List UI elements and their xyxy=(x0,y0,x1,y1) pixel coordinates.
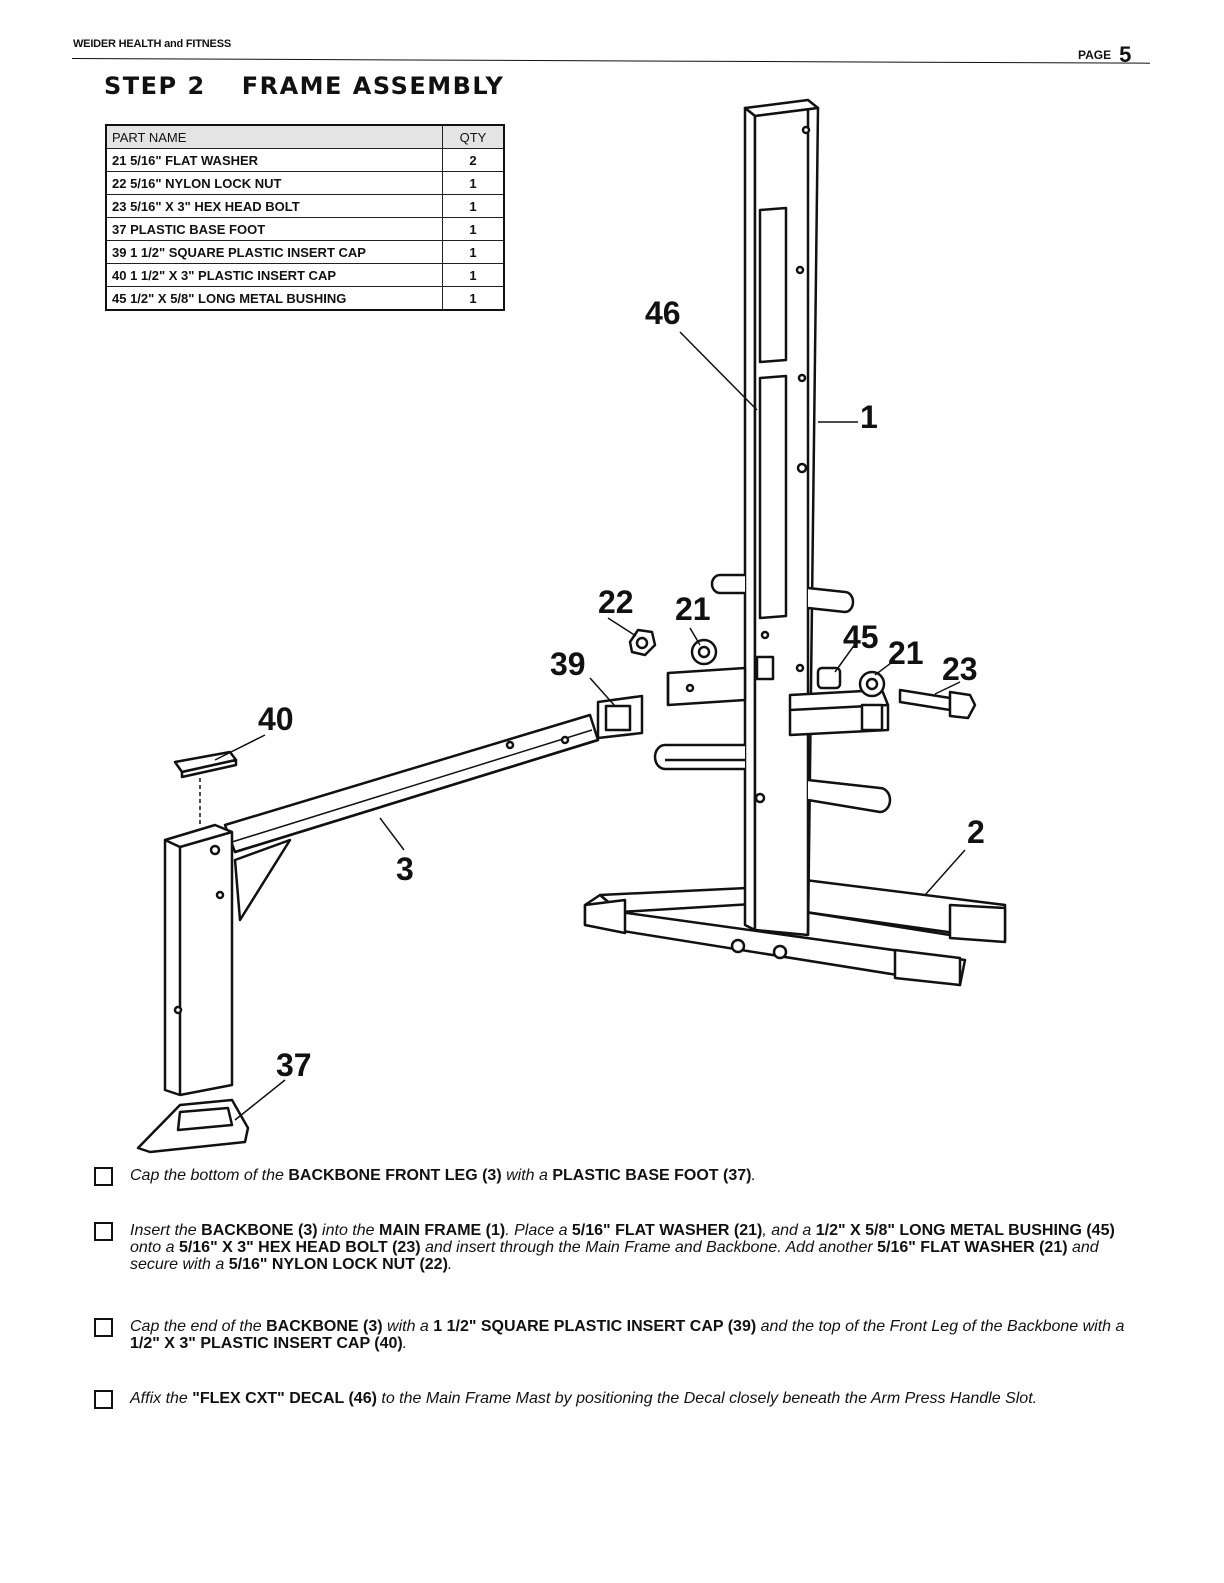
part-qty: 1 xyxy=(442,171,505,195)
checkbox-step-1[interactable] xyxy=(94,1167,113,1186)
callout-21a: 21 xyxy=(675,591,711,627)
step-number: STEP 2 xyxy=(104,72,206,100)
part-name: 45 1/2" X 5/8" LONG METAL BUSHING xyxy=(105,286,443,311)
plastic-base-foot-37 xyxy=(136,1098,250,1154)
part-name: 39 1 1/2" SQUARE PLASTIC INSERT CAP xyxy=(105,240,443,264)
backbone xyxy=(163,713,600,1097)
part-qty: 2 xyxy=(442,148,505,172)
part-name: 40 1 1/2" X 3" PLASTIC INSERT CAP xyxy=(105,263,443,287)
page-number: 5 xyxy=(1119,42,1132,67)
instruction-text: Insert the BACKBONE (3) into the MAIN FR… xyxy=(130,1222,1115,1273)
part-qty: 1 xyxy=(442,194,505,218)
parts-table-header: PART NAME QTY xyxy=(105,124,505,149)
instruction-text: Cap the end of the BACKBONE (3) with a 1… xyxy=(130,1318,1125,1352)
part-name: 22 5/16" NYLON LOCK NUT xyxy=(105,171,443,195)
callout-21b: 21 xyxy=(888,635,924,671)
instruction-2: Insert the BACKBONE (3) into the MAIN FR… xyxy=(94,1222,1128,1273)
hardware xyxy=(628,628,977,720)
brand-header: WEIDER HEALTH and FITNESS xyxy=(73,38,231,50)
pivot-brackets xyxy=(666,666,890,737)
instruction-4: Affix the "FLEX CXT" DECAL (46) to the M… xyxy=(94,1390,1128,1409)
step-name: FRAME ASSEMBLY xyxy=(241,72,505,100)
callout-40: 40 xyxy=(258,701,294,737)
header-rule xyxy=(71,58,1150,64)
callout-45: 45 xyxy=(843,619,879,655)
callout-46: 46 xyxy=(645,295,681,331)
page-label: PAGE xyxy=(1078,48,1112,62)
part-name: 21 5/16" FLAT WASHER xyxy=(105,148,443,172)
callout-23: 23 xyxy=(942,651,978,687)
part-qty: 1 xyxy=(442,286,505,311)
callout-3: 3 xyxy=(396,851,414,887)
callout-labels: 46 1 22 21 39 45 21 23 40 2 3 37 xyxy=(258,295,985,1083)
weight-horns xyxy=(653,573,892,814)
frame-assembly-diagram: 46 1 22 21 39 45 21 23 40 2 3 37 xyxy=(136,98,1007,1154)
callout-1: 1 xyxy=(860,399,878,435)
part-name: 37 PLASTIC BASE FOOT xyxy=(105,217,443,241)
main-frame-mast xyxy=(743,98,820,937)
page-number-label: PAGE 5 xyxy=(1078,42,1131,68)
square-insert-cap-39 xyxy=(596,694,644,740)
leader-lines xyxy=(214,331,966,1121)
checkbox-step-2[interactable] xyxy=(94,1222,113,1241)
instruction-text: Affix the "FLEX CXT" DECAL (46) to the M… xyxy=(130,1390,1038,1407)
callout-37: 37 xyxy=(276,1047,312,1083)
callout-39: 39 xyxy=(550,646,586,682)
checkbox-step-4[interactable] xyxy=(94,1390,113,1409)
callout-2: 2 xyxy=(967,814,985,850)
column-qty: QTY xyxy=(442,124,505,149)
column-part-name: PART NAME xyxy=(105,124,443,149)
instruction-1: Cap the bottom of the BACKBONE FRONT LEG… xyxy=(94,1167,1128,1186)
insert-cap-40 xyxy=(173,750,238,825)
checkbox-step-3[interactable] xyxy=(94,1318,113,1337)
part-qty: 1 xyxy=(442,263,505,287)
callout-22: 22 xyxy=(598,584,634,620)
instruction-text: Cap the bottom of the BACKBONE FRONT LEG… xyxy=(130,1167,756,1184)
step-title: STEP 2 FRAME ASSEMBLY xyxy=(104,72,504,100)
instruction-3: Cap the end of the BACKBONE (3) with a 1… xyxy=(94,1318,1128,1352)
